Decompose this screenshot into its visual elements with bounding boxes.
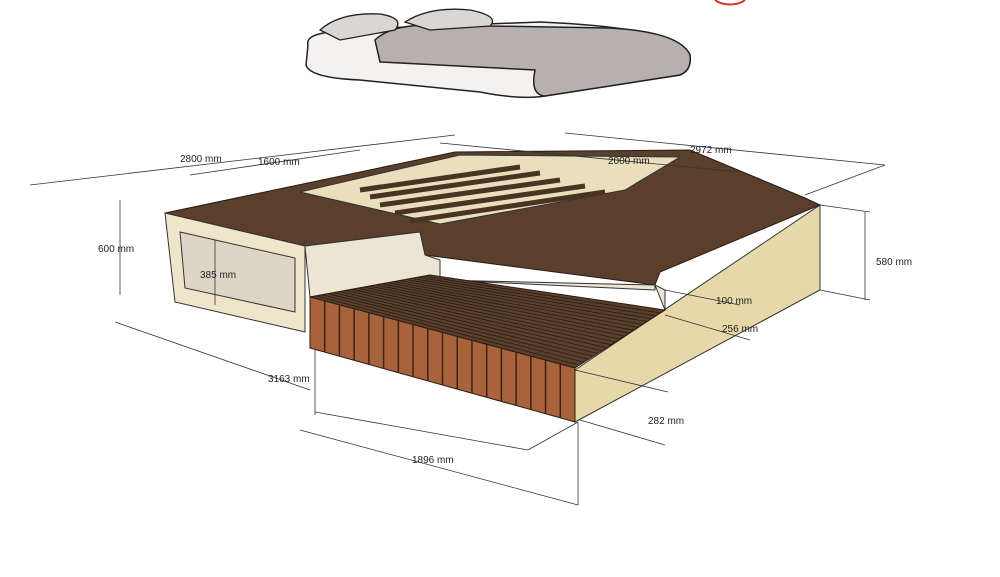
deck-board-line bbox=[399, 280, 643, 325]
deck-board-line bbox=[363, 286, 616, 343]
front-slats bbox=[315, 275, 661, 418]
left-cubby-opening bbox=[179, 231, 296, 313]
deck-board-line bbox=[345, 290, 603, 351]
label-385: 385 mm bbox=[200, 270, 236, 281]
deck-board-line bbox=[423, 275, 661, 314]
label-256: 256 mm bbox=[722, 324, 758, 335]
deck-board-line bbox=[315, 295, 580, 366]
deck-board-line bbox=[375, 284, 625, 337]
label-3163: 3163 mm bbox=[268, 374, 310, 385]
deck-board-line bbox=[387, 282, 634, 331]
deck-board-line bbox=[411, 277, 652, 320]
deck-board-line bbox=[405, 279, 648, 322]
deck-board-line bbox=[339, 291, 598, 354]
red-marker bbox=[714, 0, 746, 6]
label-2800: 2800 mm bbox=[180, 154, 222, 165]
dimension-labels: 2800 mm 1600 mm 2000 mm 2972 mm 600 mm 3… bbox=[98, 145, 912, 466]
label-580: 580 mm bbox=[876, 257, 912, 268]
deck-board-line bbox=[351, 288, 607, 349]
mattress-model bbox=[305, 8, 692, 99]
deck-board-line bbox=[381, 283, 630, 334]
label-1600: 1600 mm bbox=[258, 157, 300, 168]
deck-board-line bbox=[321, 294, 585, 363]
deck-board-line bbox=[357, 287, 612, 346]
deck-board-line bbox=[417, 276, 657, 317]
dimension-lines bbox=[29, 132, 886, 506]
deck-board-line bbox=[369, 285, 621, 340]
label-600: 600 mm bbox=[98, 244, 134, 255]
deck-board-line bbox=[333, 292, 594, 357]
label-282: 282 mm bbox=[648, 416, 684, 427]
label-100: 100 mm bbox=[716, 296, 752, 307]
label-2972: 2972 mm bbox=[690, 145, 732, 156]
deck-board-line bbox=[393, 281, 639, 328]
inner-wall-edge bbox=[654, 283, 666, 311]
label-2000: 2000 mm bbox=[608, 156, 650, 167]
deck-board-line bbox=[327, 293, 589, 360]
bed-slats bbox=[359, 164, 606, 224]
label-1896: 1896 mm bbox=[412, 455, 454, 466]
